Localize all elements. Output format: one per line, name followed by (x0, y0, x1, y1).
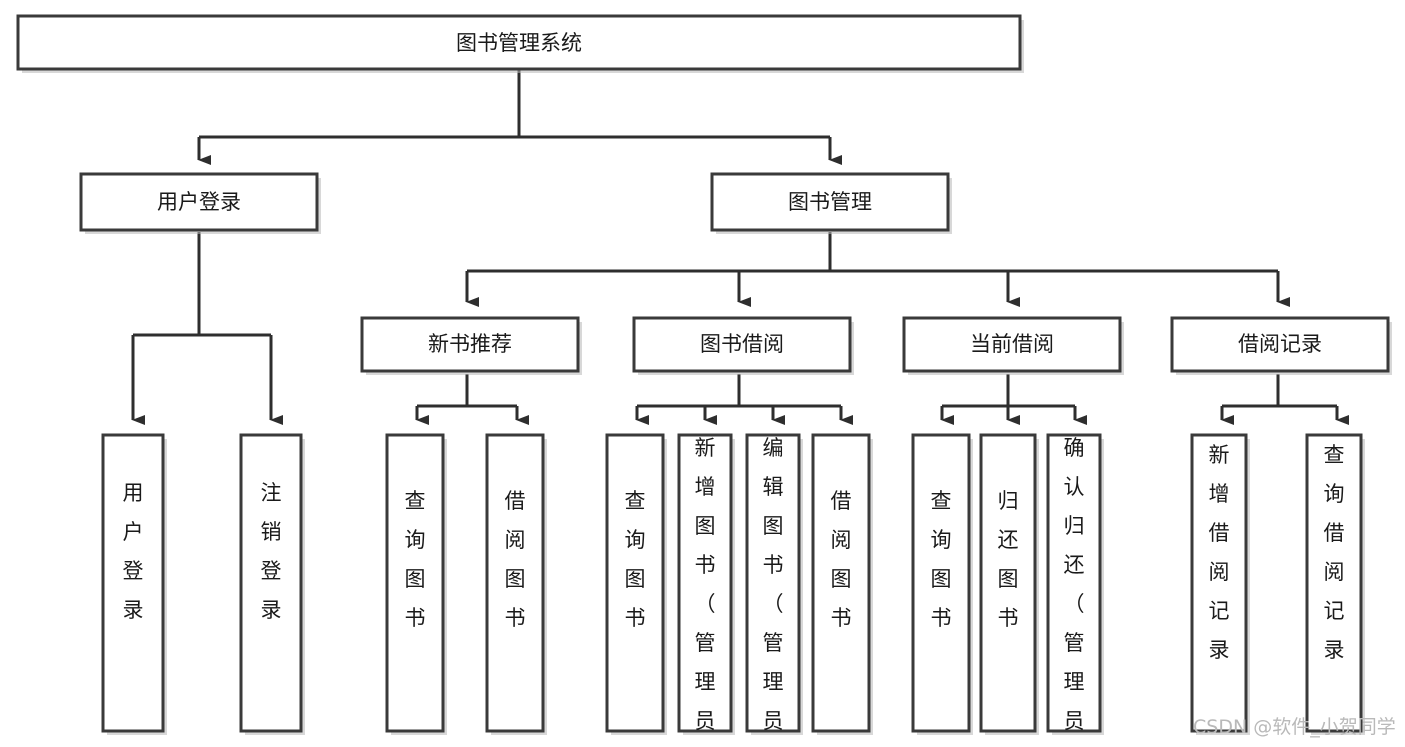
connector-layer (131, 70, 1349, 425)
node-leaf-borrow-book-2[interactable]: 借阅图书 (811, 433, 873, 735)
node-leaf-user-login[interactable]: 用户登录 (101, 433, 167, 735)
node-leaf-query-book-2[interactable]: 查询图书 (605, 433, 667, 735)
node-user-login[interactable]: 用户登录 (79, 172, 321, 234)
node-root-label: 图书管理系统 (456, 31, 582, 55)
node-root[interactable]: 图书管理系统 (16, 14, 1024, 73)
node-leaf-query-book-2-label: 查询图书 (625, 489, 646, 630)
node-leaf-query-book-3-label: 查询图书 (931, 489, 952, 630)
node-book-borrow[interactable]: 图书借阅 (632, 316, 854, 375)
node-leaf-edit-book-label: 编辑图书（管理员） (763, 436, 784, 747)
node-leaf-confirm-return-label: 确认归还（管理员） (1064, 436, 1085, 747)
node-leaf-borrow-book-1[interactable]: 借阅图书 (485, 433, 547, 735)
node-leaf-borrow-book-2-label: 借阅图书 (831, 489, 852, 630)
node-leaf-edit-book[interactable]: 编辑图书（管理员） (745, 433, 803, 747)
node-user-login-label: 用户登录 (157, 190, 241, 214)
watermark-text: CSDN @软件_小贺同学 (1193, 716, 1396, 738)
node-leaf-user-login-label: 用户登录 (123, 481, 144, 622)
node-leaf-user-logout[interactable]: 注销登录 (239, 433, 305, 735)
node-leaf-borrow-book-1-label: 借阅图书 (505, 489, 526, 630)
node-leaf-query-book-1[interactable]: 查询图书 (385, 433, 447, 735)
node-leaf-add-record[interactable]: 新增借阅记录 (1190, 433, 1250, 735)
node-leaf-add-record-label: 新增借阅记录 (1209, 443, 1230, 662)
node-book-borrow-label: 图书借阅 (700, 332, 784, 356)
node-new-book-rec[interactable]: 新书推荐 (360, 316, 582, 375)
node-book-manage-label: 图书管理 (788, 190, 872, 214)
node-leaf-return-book[interactable]: 归还图书 (979, 433, 1039, 735)
node-leaf-add-book-label: 新增图书（管理员） (695, 436, 716, 747)
node-new-book-rec-label: 新书推荐 (428, 332, 512, 356)
node-current-borrow[interactable]: 当前借阅 (902, 316, 1124, 375)
node-leaf-confirm-return[interactable]: 确认归还（管理员） (1046, 433, 1104, 747)
node-borrow-record[interactable]: 借阅记录 (1170, 316, 1392, 375)
node-borrow-record-label: 借阅记录 (1238, 332, 1322, 356)
node-leaf-query-record[interactable]: 查询借阅记录 (1305, 433, 1365, 735)
node-leaf-query-record-label: 查询借阅记录 (1324, 443, 1345, 662)
node-book-manage[interactable]: 图书管理 (710, 172, 952, 234)
node-current-borrow-label: 当前借阅 (970, 332, 1054, 356)
node-leaf-user-logout-label: 注销登录 (261, 481, 282, 622)
node-leaf-add-book[interactable]: 新增图书（管理员） (677, 433, 735, 747)
node-leaf-query-book-1-label: 查询图书 (405, 489, 426, 630)
node-leaf-query-book-3[interactable]: 查询图书 (911, 433, 973, 735)
node-leaf-return-book-label: 归还图书 (998, 489, 1019, 630)
